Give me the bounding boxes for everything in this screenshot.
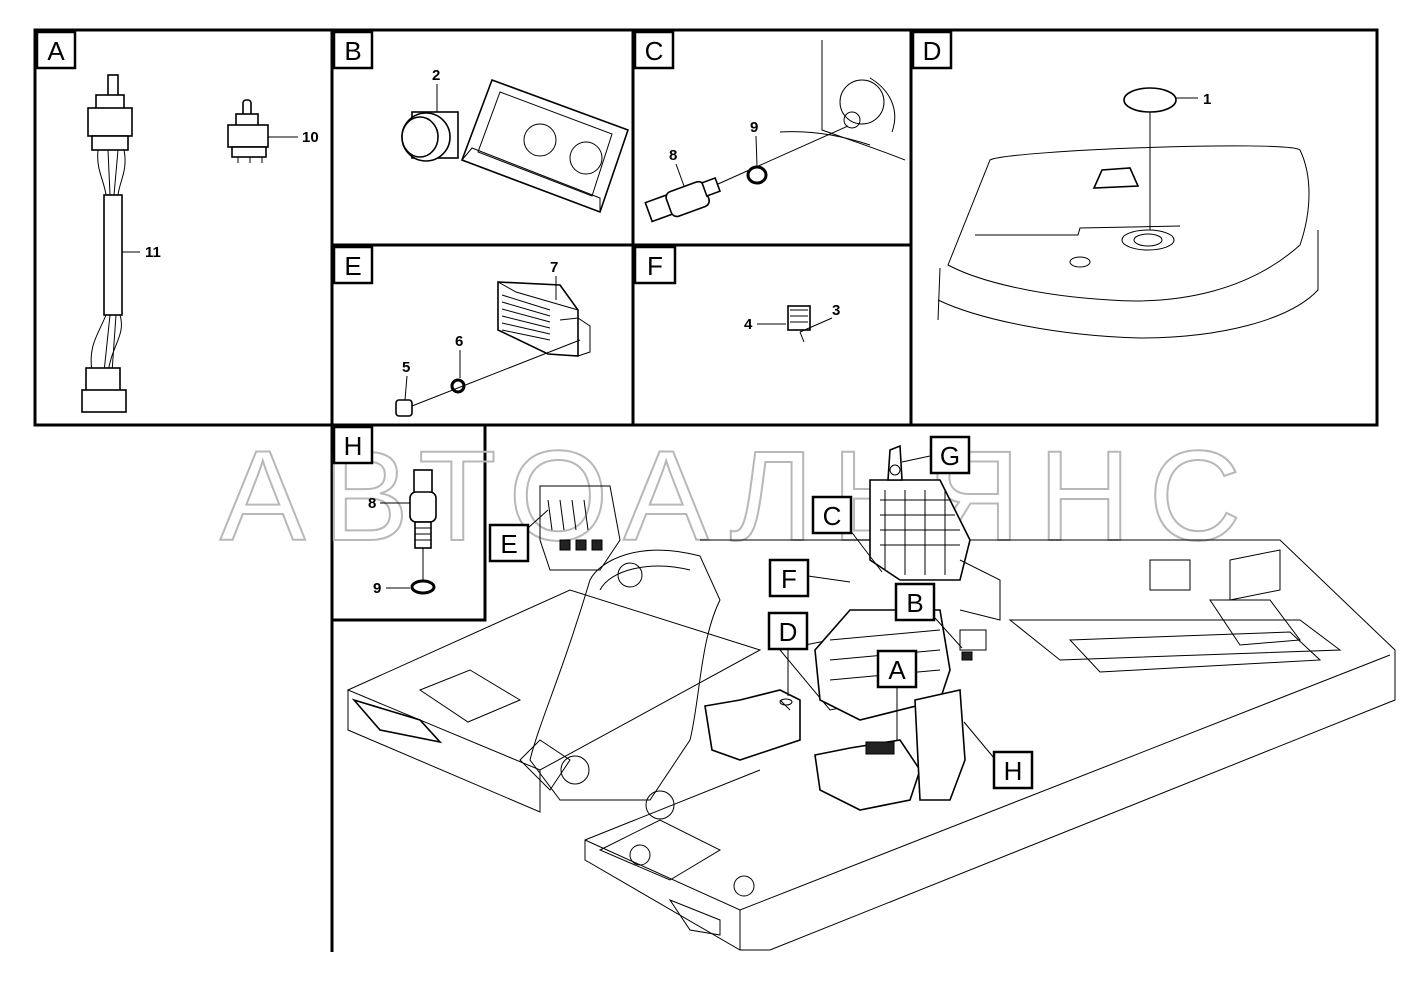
callout-a: A <box>876 649 918 689</box>
svg-text:F: F <box>781 564 797 594</box>
part-number: 9 <box>373 580 381 597</box>
mounting-bracket-drawing <box>460 78 630 214</box>
svg-text:E: E <box>344 251 361 281</box>
part-number: 4 <box>744 316 753 333</box>
callout-f: F <box>768 558 810 598</box>
callout-c: C <box>811 495 853 535</box>
panel-label-h: H <box>332 425 374 465</box>
svg-text:A: A <box>888 655 906 685</box>
svg-text:G: G <box>940 441 960 471</box>
module-drawing <box>787 305 833 343</box>
part-number: 3 <box>832 302 840 319</box>
panel-label-a: A <box>35 30 77 70</box>
svg-text:D: D <box>779 617 798 647</box>
watermark: АВТОАЛЬЯНС <box>220 425 1259 568</box>
part-number: 9 <box>750 119 758 136</box>
tank-drawing <box>937 87 1319 339</box>
callout-h: H <box>992 750 1034 790</box>
svg-text:F: F <box>647 251 663 281</box>
harness-drawing <box>81 74 133 413</box>
part-number: 5 <box>402 359 410 376</box>
sensor-drawing-c <box>644 40 906 223</box>
callout-g: G <box>929 435 971 475</box>
toggle-switch-drawing <box>227 99 269 163</box>
part-number: 1 <box>1203 91 1211 108</box>
panel-label-e: E <box>332 245 374 285</box>
callout-e: E <box>488 523 530 563</box>
callout-leaders <box>527 455 995 759</box>
panel-label-f: F <box>633 245 677 285</box>
part-number: 8 <box>368 495 376 512</box>
svg-text:A: A <box>47 36 65 66</box>
svg-text:H: H <box>1004 756 1023 786</box>
push-button-drawing <box>401 111 459 162</box>
panel-label-b: B <box>332 30 374 70</box>
callout-b: B <box>894 582 936 622</box>
part-number: 6 <box>455 333 463 350</box>
svg-text:E: E <box>500 529 517 559</box>
part-number: 8 <box>669 147 677 164</box>
relay-drawing <box>395 281 591 417</box>
svg-text:C: C <box>645 36 664 66</box>
machine-frame-drawing <box>346 444 1396 951</box>
svg-text:B: B <box>344 36 361 66</box>
part-number: 2 <box>432 67 440 84</box>
svg-text:D: D <box>923 36 942 66</box>
svg-text:H: H <box>344 431 363 461</box>
svg-text:C: C <box>823 501 842 531</box>
sensor-drawing-h <box>409 469 437 595</box>
part-number: 10 <box>302 129 319 146</box>
part-number: 11 <box>145 244 161 261</box>
callout-d: D <box>767 611 809 651</box>
panel-label-c: C <box>633 30 675 70</box>
part-number: 7 <box>550 259 558 276</box>
panel-frames <box>33 28 1379 952</box>
panel-label-d: D <box>911 30 953 70</box>
svg-text:B: B <box>906 588 923 618</box>
